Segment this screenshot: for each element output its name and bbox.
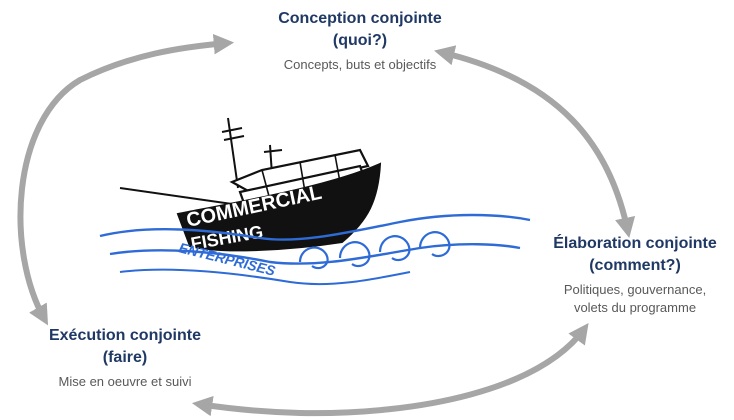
arrow-bottom <box>191 323 589 417</box>
node-conception: Conception conjointe (quoi?) Concepts, b… <box>210 8 510 74</box>
arrow-left <box>17 34 235 326</box>
node-execution-desc: Mise en oeuvre et suivi <box>58 374 192 389</box>
fishing-boat-illustration: COMMERCIAL FISHING ENTERPRISES <box>99 117 531 286</box>
node-conception-desc: Concepts, buts et objectifs <box>283 57 437 72</box>
arrow-top-right <box>434 45 636 238</box>
node-conception-title: Conception conjointe (quoi?) <box>278 10 442 49</box>
node-elaboration-desc: Politiques, gouvernance, volets du progr… <box>563 282 707 315</box>
node-elaboration: Élaboration conjointe (comment?) Politiq… <box>540 233 730 317</box>
node-elaboration-title: Élaboration conjointe (comment?) <box>553 235 717 274</box>
node-execution: Exécution conjointe (faire) Mise en oeuv… <box>10 325 240 391</box>
node-execution-title: Exécution conjointe (faire) <box>48 327 201 366</box>
